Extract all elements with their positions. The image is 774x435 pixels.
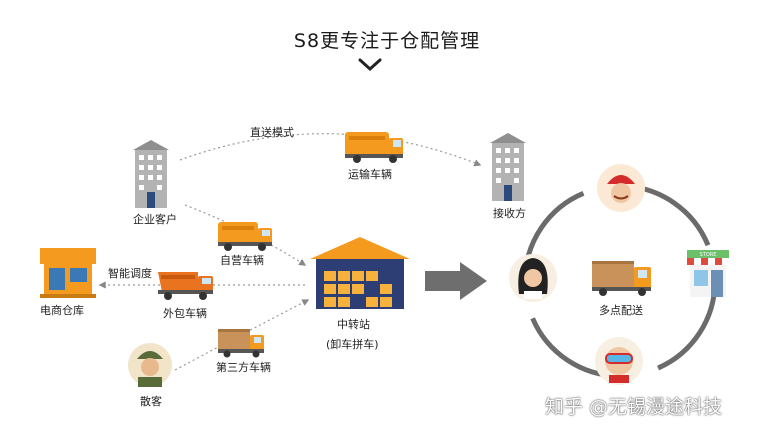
warehouse-icon: [310, 237, 410, 309]
direct-route-line: [179, 133, 482, 167]
ecommerce-warehouse-label: 电商仓库: [40, 304, 84, 317]
own-vehicle-truck-icon: [218, 222, 272, 251]
dump-truck-icon: [158, 272, 213, 300]
nun-avatar-icon: [509, 254, 557, 302]
office-building-icon: [133, 140, 169, 208]
store-sign-label: STORE: [700, 252, 717, 258]
big-arrow-icon: [425, 262, 487, 300]
store-icon: [687, 250, 729, 297]
transfer-station-label: 中转站: [337, 318, 370, 331]
multi-point-delivery-label: 多点配送: [599, 304, 643, 317]
garbage-truck-icon: [345, 132, 403, 163]
ecommerce-store-icon: [40, 248, 96, 298]
unload-consolidate-label: (卸车拼车): [326, 338, 379, 351]
delivery-truck-icon: [592, 261, 651, 296]
firefighter-avatar-icon: [597, 164, 645, 212]
own-vehicle-label: 自营车辆: [220, 254, 264, 267]
retail-customer-avatar-icon: [128, 343, 172, 387]
diver-avatar-icon: [595, 337, 643, 385]
box-truck-icon: [218, 329, 264, 358]
third-party-vehicle-label: 第三方车辆: [216, 361, 271, 374]
receiver-building-icon: [490, 133, 526, 201]
retail-customer-label: 散客: [140, 395, 162, 408]
outsourced-vehicle-label: 外包车辆: [163, 307, 207, 320]
transport-vehicle-label: 运输车辆: [348, 168, 392, 181]
receiver-label: 接收方: [493, 207, 526, 220]
smart-dispatch-label: 智能调度: [108, 267, 152, 280]
watermark: 知乎 @无锡漫途科技: [545, 396, 723, 418]
chevron-down-icon: [358, 58, 382, 72]
direct-mode-label: 直送模式: [250, 126, 294, 139]
page-title: S8更专注于仓配管理: [293, 30, 481, 52]
enterprise-customer-label: 企业客户: [133, 213, 177, 226]
own-vehicle-route-line: [184, 204, 307, 266]
